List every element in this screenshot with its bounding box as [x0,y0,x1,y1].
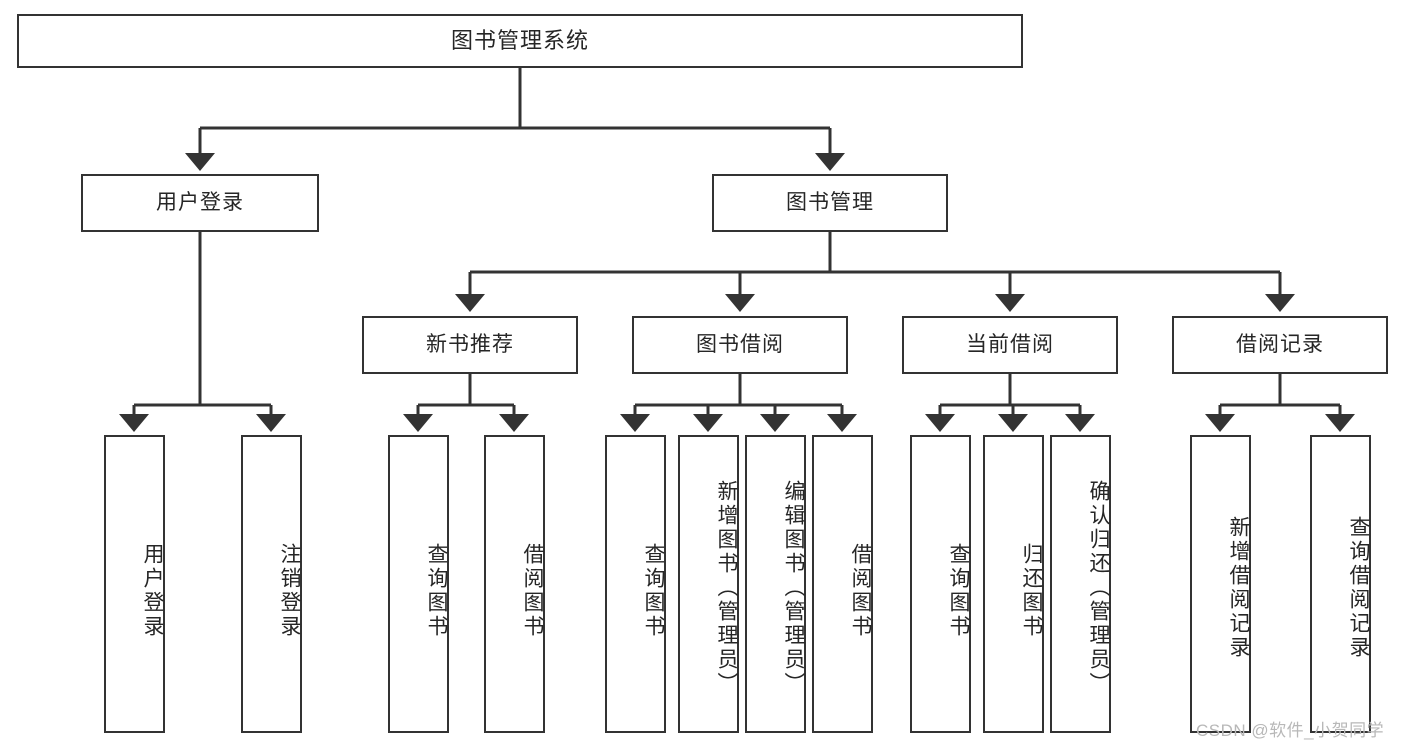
leaf-borrow-book-recommend[interactable]: 借阅图书 [484,435,545,733]
leaf-logout-login[interactable]: 注销登录 [241,435,302,733]
leaf-query-book-current[interactable]: 查询图书 [910,435,971,733]
leaf-confirm-return-admin[interactable]: 确认归还（管理员） [1050,435,1111,733]
leaf-borrow-book[interactable]: 借阅图书 [812,435,873,733]
leaf-add-book-admin[interactable]: 新增图书（管理员） [678,435,739,733]
leaf-add-borrow-record[interactable]: 新增借阅记录 [1190,435,1251,733]
node-current-borrow[interactable]: 当前借阅 [902,316,1118,374]
leaf-query-borrow-record[interactable]: 查询借阅记录 [1310,435,1371,733]
csdn-watermark: CSDN @软件_小贺同学 [1196,721,1385,740]
leaf-edit-book-admin[interactable]: 编辑图书（管理员） [745,435,806,733]
leaf-query-book-recommend[interactable]: 查询图书 [388,435,449,733]
node-book-borrow[interactable]: 图书借阅 [632,316,848,374]
leaf-user-login[interactable]: 用户登录 [104,435,165,733]
node-book-management[interactable]: 图书管理 [712,174,948,232]
node-user-login[interactable]: 用户登录 [81,174,319,232]
leaf-return-book[interactable]: 归还图书 [983,435,1044,733]
leaf-query-book-borrow[interactable]: 查询图书 [605,435,666,733]
node-borrow-record[interactable]: 借阅记录 [1172,316,1388,374]
node-new-book-recommend[interactable]: 新书推荐 [362,316,578,374]
node-root-system[interactable]: 图书管理系统 [17,14,1023,68]
